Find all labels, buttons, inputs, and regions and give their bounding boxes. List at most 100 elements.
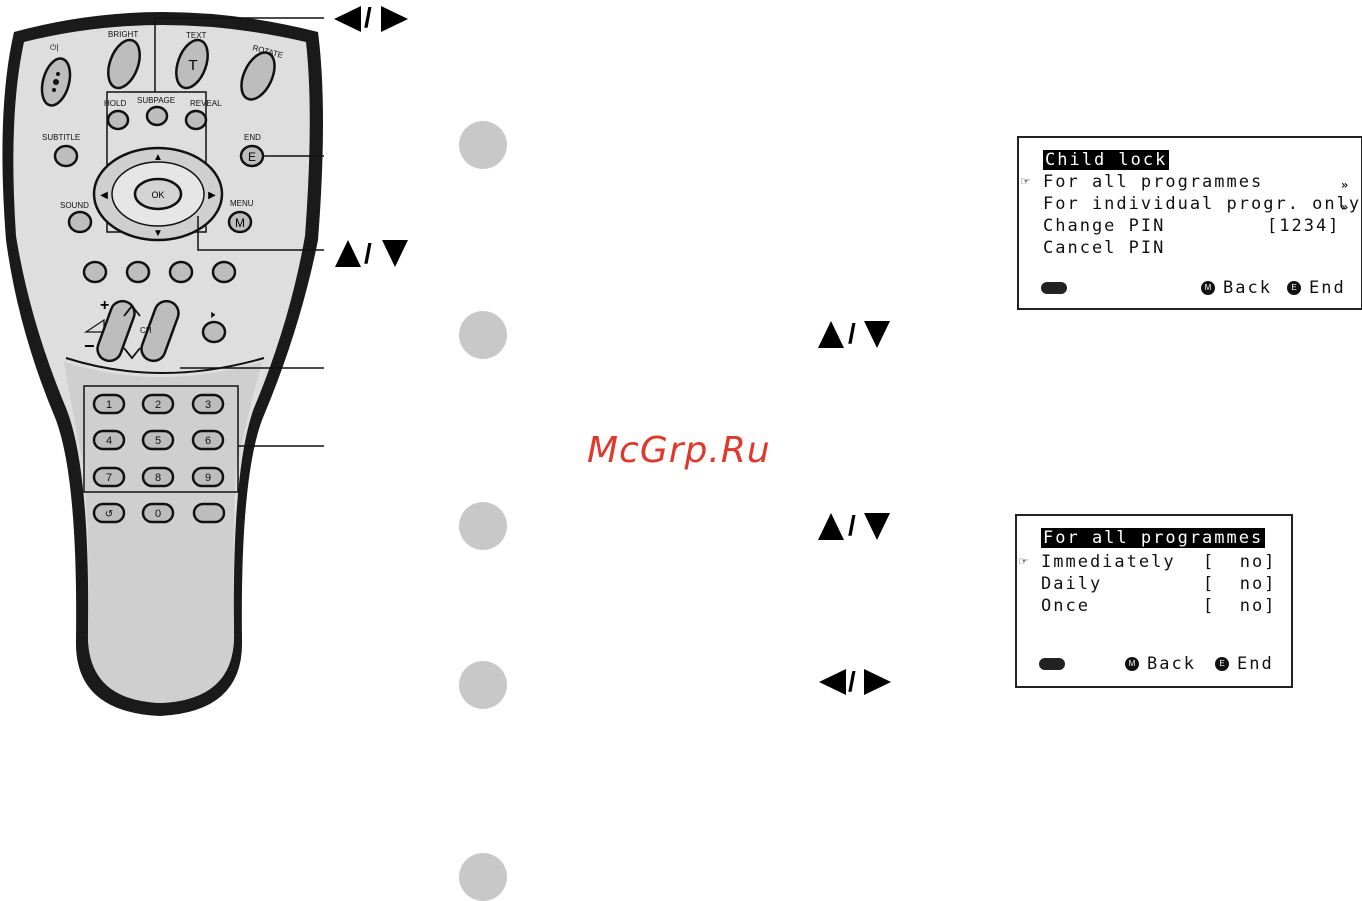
pointer-hand-icon: ☞	[1021, 174, 1032, 190]
subtitle-button[interactable]	[53, 144, 79, 168]
end-icon: E	[248, 150, 256, 164]
menu-key-icon: M	[1125, 657, 1139, 671]
green-button[interactable]	[125, 260, 151, 284]
reveal-label: REVEAL	[190, 99, 222, 108]
number-key-3[interactable]: 3	[191, 393, 225, 415]
end-key-icon: E	[1287, 281, 1301, 295]
number-key-label: 2	[155, 399, 161, 411]
callout-down-arrow-icon	[382, 240, 408, 267]
power-button[interactable]	[37, 55, 75, 108]
ok-label: OK	[151, 190, 164, 200]
osd-menu-item[interactable]: For all programmes	[1043, 172, 1264, 192]
step-3-marker	[459, 502, 507, 550]
yellow-button[interactable]	[168, 260, 194, 284]
bright-button[interactable]	[102, 36, 145, 93]
osd-menu-value: [ no]	[1203, 574, 1277, 594]
menu-button[interactable]: M	[227, 210, 253, 234]
step-3-up-arrow-icon	[818, 513, 844, 540]
mute-button[interactable]	[201, 320, 227, 344]
callout-left-arrow-icon	[334, 6, 361, 32]
callout-separator: /	[364, 238, 372, 269]
reveal-button[interactable]	[184, 109, 208, 131]
dpad-up-icon[interactable]: ▲	[153, 152, 163, 163]
number-key-9[interactable]: 9	[191, 466, 225, 488]
step-3-down-arrow-icon	[864, 513, 890, 540]
callout-separator: /	[364, 2, 372, 33]
number-key-4[interactable]: 4	[92, 429, 126, 451]
step-2-separator: /	[848, 318, 856, 349]
callout-right-arrow-icon	[381, 6, 408, 32]
menu-key-icon: M	[1201, 281, 1215, 295]
number-key-7[interactable]: 7	[92, 466, 126, 488]
watermark: McGrp.Ru	[587, 430, 771, 471]
osd-back-label: Back	[1147, 654, 1196, 674]
remote-control: ⏻| BRIGHT T TEXT ROTATE HOLD SUBPAGE REV…	[2, 12, 324, 716]
osd-menu-item[interactable]: Immediately	[1041, 552, 1176, 572]
osd-title: Child lock	[1043, 150, 1170, 170]
osd-menu-item[interactable]: Cancel PIN	[1043, 238, 1166, 258]
sound-label: SOUND	[60, 201, 89, 210]
osd-menu-item[interactable]: For individual progr. only	[1043, 194, 1362, 214]
step-4-right-arrow-icon	[864, 669, 891, 695]
number-key-label: 0	[155, 508, 161, 520]
remote-body-face	[13, 25, 310, 703]
osd-menu-value: [1234]	[1267, 216, 1341, 236]
blank-button[interactable]	[192, 502, 226, 524]
submenu-arrow-icon: »	[1341, 178, 1351, 192]
navigation-keys-icon	[1041, 282, 1067, 294]
step-4-marker	[459, 661, 507, 709]
dpad-left-icon[interactable]: ◀	[100, 190, 108, 201]
channel-label: CH	[140, 326, 152, 335]
step-4-separator: /	[848, 666, 856, 697]
step-2-down-arrow-icon	[864, 321, 890, 348]
text-label: TEXT	[186, 31, 207, 40]
menu-label: MENU	[230, 199, 254, 208]
number-key-label: 8	[155, 472, 161, 484]
pointer-hand-icon: ☞	[1019, 554, 1030, 570]
number-key-5[interactable]: 5	[141, 429, 175, 451]
number-key-label: 3	[205, 399, 211, 411]
callout-line-up-down	[197, 216, 324, 251]
number-key-label: 9	[205, 472, 211, 484]
osd-menu-value: [ no]	[1203, 552, 1277, 572]
blue-button[interactable]	[211, 260, 237, 284]
dpad-right-icon[interactable]: ▶	[208, 190, 216, 201]
number-key-6[interactable]: 6	[191, 429, 225, 451]
osd-menu-item[interactable]: Daily	[1041, 574, 1103, 594]
number-key-8[interactable]: 8	[141, 466, 175, 488]
step-1-marker	[459, 121, 507, 169]
ok-button[interactable]: OK	[133, 177, 183, 211]
step-2-up-arrow-icon	[818, 321, 844, 348]
flashback-button[interactable]: ↺	[92, 502, 126, 524]
step-4-left-arrow-icon	[819, 669, 846, 695]
step-2-marker	[459, 311, 507, 359]
osd-all-programmes-screen: For all programmes ☞ Immediately [ no] D…	[1015, 514, 1293, 688]
end-key-icon: E	[1215, 657, 1229, 671]
number-key-1[interactable]: 1	[92, 393, 126, 415]
end-label: END	[244, 133, 261, 142]
volume-plus-label: +	[100, 297, 109, 314]
volume-rocker[interactable]	[94, 298, 138, 364]
remote-divider-line	[65, 357, 265, 374]
subpage-button[interactable]	[145, 105, 169, 127]
text-button[interactable]: T	[170, 36, 213, 93]
number-key-label: 1	[106, 399, 112, 411]
osd-title: For all programmes	[1041, 528, 1266, 548]
sound-button[interactable]	[67, 210, 93, 234]
osd-menu-item[interactable]: Change PIN	[1043, 216, 1166, 236]
end-button[interactable]: E	[239, 144, 265, 168]
osd-menu-item[interactable]: Once	[1041, 596, 1090, 616]
number-key-0[interactable]: 0	[141, 502, 175, 524]
red-button[interactable]	[82, 260, 108, 284]
channel-down-icon	[123, 347, 141, 360]
osd-menu-value: [ no]	[1203, 596, 1277, 616]
number-key-2[interactable]: 2	[141, 393, 175, 415]
hold-button[interactable]	[106, 109, 130, 131]
rotate-button[interactable]	[235, 47, 282, 104]
dpad-down-icon[interactable]: ▼	[153, 228, 163, 239]
number-key-label: 4	[106, 435, 112, 447]
channel-rocker[interactable]	[138, 298, 182, 364]
navigation-keys-icon	[1039, 658, 1065, 670]
osd-end-label: End	[1309, 278, 1346, 298]
